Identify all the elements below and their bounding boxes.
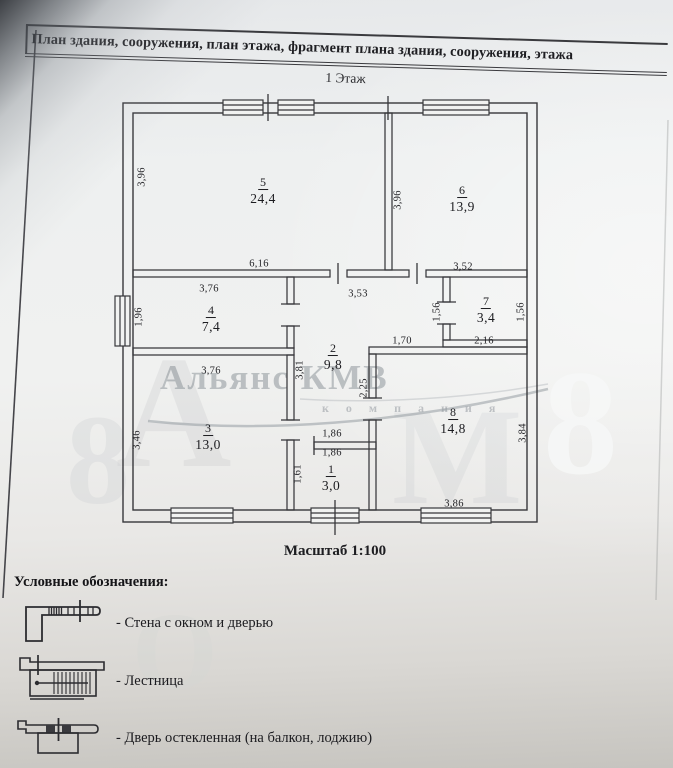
dimension-label: 3,96 (136, 167, 148, 187)
dimension-label: 1,70 (392, 335, 412, 347)
dimension-label: 1,86 (322, 428, 342, 440)
room-number: 5 (258, 175, 268, 190)
dimension-label: 3,96 (392, 190, 404, 210)
legend-item-label: - Стена с окном и дверью (116, 614, 274, 631)
legend: Условные обозначения: - Стена с окном и … (14, 574, 634, 768)
room-area: 3,4 (476, 309, 496, 325)
room-area: 3,0 (321, 477, 341, 493)
legend-item-label: - Дверь остекленная (на балкон, лоджию) (116, 729, 373, 746)
dimension-label: 3,81 (294, 360, 306, 380)
glazed-door-symbol (17, 718, 99, 754)
room-number: 2 (328, 341, 338, 356)
window-symbol (114, 295, 131, 347)
dimension-label: 3,46 (131, 430, 143, 450)
scale-label: Масштаб 1:100 (283, 543, 387, 559)
window-symbol (420, 507, 492, 524)
room-number: 3 (203, 421, 213, 436)
legend-item: - Стена с окном и дверью (14, 597, 634, 649)
room-number: 6 (457, 183, 467, 198)
dimension-label: 3,84 (517, 423, 529, 443)
room-area: 7,4 (201, 318, 221, 334)
staircase-symbol (19, 655, 105, 700)
room-number: 8 (448, 405, 458, 420)
dimension-label: 6,16 (249, 258, 269, 270)
dimension-label: 3,53 (348, 288, 368, 300)
window-symbol (277, 99, 315, 116)
window-symbol (222, 99, 264, 116)
legend-item-label: - Лестница (116, 672, 184, 689)
dimension-label: 2,16 (474, 335, 494, 347)
dimension-label: 2,25 (358, 378, 370, 398)
dimension-label: 1,86 (322, 447, 342, 459)
room-area: 13,0 (195, 436, 221, 452)
room-number: 1 (326, 462, 336, 477)
dimension-label: 1,56 (515, 302, 527, 322)
legend-item: - Лестница (14, 655, 634, 707)
dimension-label: 3,76 (199, 283, 219, 295)
legend-title: Условные обозначения: (14, 574, 169, 590)
room-area: 9,8 (323, 356, 343, 372)
dimension-label: 1,96 (133, 307, 145, 327)
left-page-border (2, 29, 37, 599)
dimension-label: 3,52 (453, 261, 473, 273)
room-number: 7 (481, 294, 491, 309)
legend-item: - Дверь остекленная (на балкон, лоджию) (14, 713, 634, 763)
room-number: 4 (206, 303, 216, 318)
page-crease-line (655, 119, 669, 601)
outer-wall (122, 102, 538, 523)
room-area: 14,8 (440, 420, 466, 436)
window-symbol (422, 99, 490, 116)
dimension-label: 3,76 (201, 365, 221, 377)
dimension-label: 3,86 (444, 498, 464, 510)
dimension-label: 1,61 (292, 464, 304, 484)
wall-window-door-symbol (25, 600, 101, 642)
room-area: 13,9 (449, 198, 475, 214)
room-area: 24,4 (250, 190, 276, 206)
window-symbol (170, 507, 234, 524)
dimension-label: 1,56 (431, 302, 443, 322)
